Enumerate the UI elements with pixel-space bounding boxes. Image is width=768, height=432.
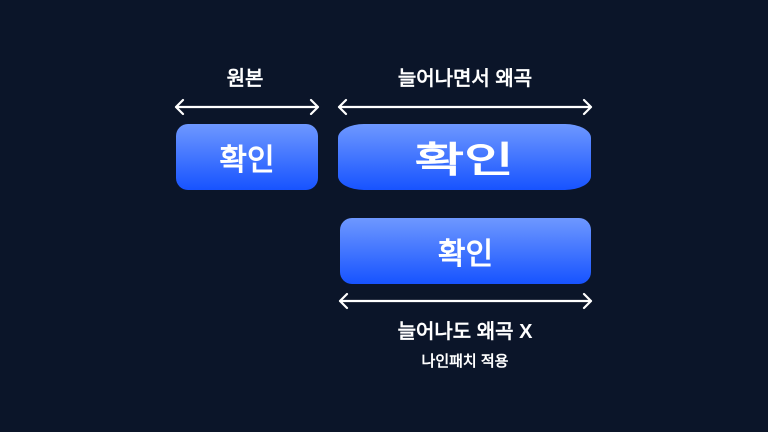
button-label: 확인 xyxy=(414,139,515,180)
nine-patch-confirm-button[interactable]: 확인 xyxy=(340,218,591,284)
nine-patch-sublabel: 나인패치 적용 xyxy=(421,353,509,370)
original-label: 원본 xyxy=(226,68,264,90)
distorted-confirm-button[interactable]: 확인 xyxy=(338,124,591,190)
distorted-label: 늘어나면서 왜곡 xyxy=(397,68,533,90)
nine-patch-label: 늘어나도 왜곡 X xyxy=(397,321,533,343)
button-label: 확인 xyxy=(219,144,275,177)
width-arrow-nine-patch xyxy=(338,292,593,310)
original-confirm-button[interactable]: 확인 xyxy=(176,124,318,190)
button-label: 확인 xyxy=(437,238,494,271)
width-arrow-original xyxy=(174,98,320,116)
width-arrow-distorted xyxy=(337,98,593,116)
